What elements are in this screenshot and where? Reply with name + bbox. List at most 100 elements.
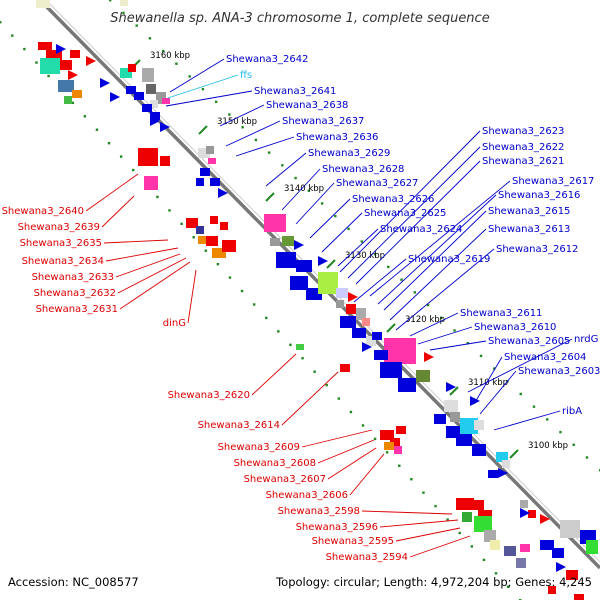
gene-arrow	[362, 342, 372, 352]
gene-feature	[520, 544, 530, 552]
left-gene-label: Shewana3_2594	[326, 552, 408, 563]
gene-arrow	[556, 562, 566, 572]
right-gene-label: Shewana3_2613	[488, 224, 570, 235]
gene-feature	[210, 178, 220, 186]
gene-feature	[212, 248, 226, 258]
outer-guide-dot	[519, 392, 522, 396]
gene-feature	[144, 176, 158, 190]
gene-feature	[126, 86, 136, 94]
outer-guide-dot	[347, 227, 350, 231]
gene-feature	[380, 430, 394, 440]
gene-feature	[346, 304, 356, 314]
gene-feature	[504, 546, 516, 556]
right-label-leader	[167, 74, 239, 99]
gene-feature	[186, 218, 198, 228]
gene-arrow	[540, 514, 550, 524]
right-gene-label: Shewana3_2627	[336, 178, 418, 189]
left-gene-label: Shewana3_2640	[2, 206, 84, 217]
outer-guide-dot	[466, 341, 469, 345]
gene-feature	[586, 540, 598, 554]
right-label-leader	[417, 326, 473, 345]
tick-label: 3110 kbp	[468, 378, 508, 388]
outer-guide-dot	[122, 11, 125, 15]
gene-feature	[206, 146, 214, 154]
gene-feature	[340, 364, 350, 372]
inner-guide-dot	[277, 330, 280, 333]
right-label-leader	[309, 198, 351, 239]
gene-feature	[296, 260, 312, 272]
gene-feature	[470, 500, 484, 510]
gene-feature	[352, 328, 366, 338]
gene-feature	[478, 510, 492, 520]
right-label-leader	[409, 312, 459, 337]
inner-guide-dot	[434, 504, 437, 508]
right-label-leader	[395, 248, 495, 331]
gene-feature	[396, 426, 406, 434]
gene-feature	[434, 414, 446, 424]
inner-guide-dot	[446, 518, 449, 521]
inner-guide-dot	[23, 47, 26, 51]
right-gene-label: Shewana3_2628	[322, 164, 404, 175]
gene-feature	[208, 158, 216, 164]
gene-feature	[128, 64, 136, 72]
gene-feature	[372, 332, 382, 340]
right-label-leader	[165, 90, 253, 107]
outer-guide-dot	[360, 240, 364, 243]
gene-feature	[196, 226, 204, 234]
outer-guide-dot	[453, 329, 456, 332]
gene-feature	[552, 548, 564, 558]
inner-guide-dot	[482, 558, 486, 562]
tick-label: 3140 kbp	[284, 184, 324, 194]
left-gene-label: Shewana3_2606	[266, 490, 348, 501]
gene-feature	[496, 452, 508, 462]
left-label-leader	[117, 257, 187, 294]
gene-feature	[64, 96, 72, 104]
tick-mark	[449, 386, 459, 396]
gene-feature	[276, 252, 296, 268]
left-label-leader	[105, 247, 179, 262]
gene-feature	[162, 98, 170, 104]
right-label-leader	[281, 168, 321, 211]
gene-feature	[336, 300, 344, 308]
gene-feature	[566, 570, 578, 580]
right-gene-label: Shewana3_2619	[408, 254, 490, 265]
gene-feature	[374, 350, 388, 360]
gene-feature	[46, 50, 62, 60]
gene-arrow	[86, 56, 96, 66]
gene-feature	[210, 216, 218, 224]
right-gene-label: Shewana3_2621	[482, 156, 564, 167]
gene-feature	[384, 338, 416, 364]
tick-label: 3160 kbp	[150, 51, 190, 61]
gene-feature	[488, 470, 498, 478]
gene-feature	[270, 238, 280, 246]
inner-guide-dot	[83, 115, 87, 118]
right-gene-label: Shewana3_2625	[364, 208, 446, 219]
gene-feature	[142, 104, 152, 112]
right-gene-label: ffs	[240, 70, 252, 81]
outer-guide-dot	[572, 443, 575, 446]
inner-guide-dot	[228, 276, 232, 279]
gene-feature	[456, 434, 472, 446]
gene-feature	[60, 60, 72, 70]
gene-arrow	[110, 92, 120, 102]
inner-guide-dot	[216, 262, 220, 266]
outer-guide-dot	[135, 24, 138, 27]
gene-arrow	[218, 188, 228, 198]
left-label-leader	[119, 261, 191, 310]
gene-feature	[120, 0, 128, 6]
outer-guide-dot	[559, 430, 562, 434]
inner-guide-dot	[47, 74, 50, 78]
inner-guide-dot	[119, 155, 123, 158]
gene-feature	[290, 276, 308, 290]
gene-feature	[70, 50, 80, 58]
gene-feature	[72, 90, 82, 98]
right-gene-label: Shewana3_2637	[282, 116, 364, 127]
inner-guide-dot	[35, 61, 38, 64]
left-gene-label: Shewana3_2635	[20, 238, 102, 249]
tick-mark	[386, 323, 396, 333]
inner-guide-dot	[0, 21, 2, 24]
left-label-leader	[251, 353, 297, 396]
gene-feature	[200, 168, 210, 176]
right-gene-label: Shewana3_2624	[380, 224, 462, 235]
